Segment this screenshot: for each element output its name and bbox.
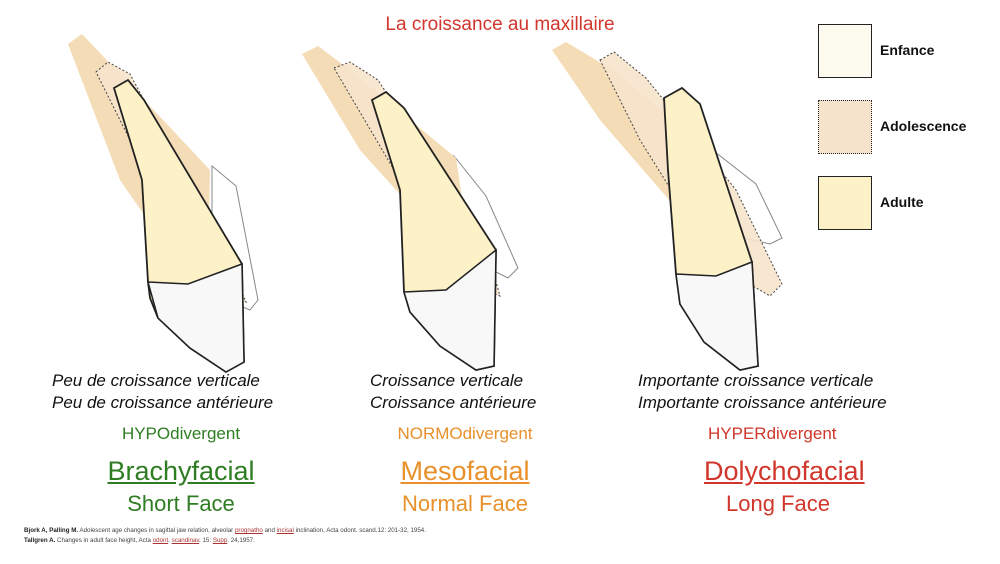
reference-2-authors: Tallgren A. [24,537,56,544]
facial-type-label: Mesofacial [400,456,530,486]
legend-label-adolescence: Adolescence [880,118,967,134]
reference-1: Bjork A, Palling M. Adolescent age chang… [24,526,426,536]
column-brachyfacial: Peu de croissance verticale Peu de crois… [30,370,350,518]
description-line-1: Croissance verticale [370,371,524,390]
description-line-1: Importante croissance verticale [638,371,874,390]
slide-title: La croissance au maxillaire [385,14,615,35]
legend-swatch-enfance [818,24,872,78]
reference-2-text-c: . 24,1957. [227,537,255,544]
description-line-1: Peu de croissance verticale [52,371,260,390]
description-line-2: Peu de croissance antérieure [52,393,274,412]
legend-label-enfance: Enfance [880,42,935,58]
tooth-dolychofacial [552,42,783,371]
tooth-mesofacial [302,46,519,371]
reference-1-text-b: and [264,527,275,534]
face-label: Long Face [726,491,830,516]
reference-1-text-a: Adolescent age changes in sagittal jaw r… [79,527,234,534]
legend-swatch-adulte [818,176,872,230]
divergence-label: NORMOdivergent [397,424,533,443]
facial-type-label: Dolychofacial [704,456,865,486]
face-label: Normal Face [402,491,528,516]
divergence-label: HYPERdivergent [708,424,837,443]
description-line-2: Croissance antérieure [370,393,537,412]
legend-swatch-adolescence [818,100,872,154]
reference-2-word-1: odont [152,537,169,544]
reference-1-text-c: inclination, Acta odont. scand.12: 201-3… [295,527,426,534]
tooth-brachyfacial [68,34,259,374]
reference-2-text-a: Changes in adult face height, Acta [57,537,151,544]
reference-1-authors: Bjork A, Palling M. [24,527,79,534]
description-line-2: Importante croissance antérieure [638,393,887,412]
column-description: Peu de croissance verticale Peu de crois… [30,370,350,414]
tooth-adult-root [675,260,759,371]
facial-type-label: Brachyfacial [107,456,255,486]
column-mesofacial: Croissance verticale Croissance antérieu… [350,370,580,518]
reference-1-word-2: incisal [276,527,294,534]
column-description: Importante croissance verticale Importan… [620,370,950,414]
tooth-adult-root [146,262,245,373]
column-dolychofacial: Importante croissance verticale Importan… [620,370,950,518]
reference-2-word-2: scandinav [171,537,200,544]
reference-2-text-b: . 15: [199,537,212,544]
references: Bjork A, Palling M. Adolescent age chang… [24,526,426,546]
legend-label-adulte: Adulte [880,194,924,210]
face-label: Short Face [127,491,235,516]
tooth-adult-root [403,248,497,371]
column-description: Croissance verticale Croissance antérieu… [350,370,580,414]
reference-1-word-1: prognatho [234,527,263,534]
divergence-label: HYPOdivergent [121,424,241,443]
reference-2: Tallgren A. Changes in adult face height… [24,537,255,544]
reference-2-word-3: Supp [212,537,228,544]
